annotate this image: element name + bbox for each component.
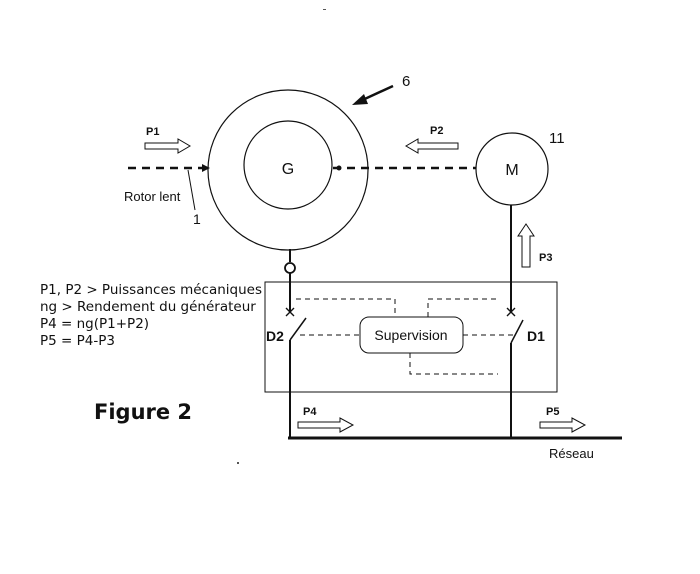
note-efficiency: ng > Rendement du générateur [40, 299, 256, 316]
d2-switch-blade [290, 318, 306, 340]
figure-title: Figure 2 [94, 400, 192, 424]
d1-label: D1 [527, 328, 545, 344]
p2-arrow [406, 139, 458, 153]
note-powers: P1, P2 > Puissances mécaniques [40, 282, 262, 299]
generator-terminal [285, 263, 295, 273]
speck [237, 462, 239, 464]
p4-arrow [298, 418, 353, 432]
motor-ref: 11 [549, 130, 565, 147]
generator-ref: 6 [402, 73, 410, 90]
motor-label: M [505, 162, 518, 179]
p4-label: P4 [303, 406, 317, 418]
note-p5-formula: P5 = P4-P3 [40, 333, 115, 350]
rotor-label: Rotor lent [124, 189, 181, 204]
generator-label: G [282, 161, 294, 178]
rotor-ref-leader [188, 170, 195, 210]
d2-label: D2 [266, 328, 284, 344]
p1-label: P1 [146, 126, 159, 138]
rotor-shaft-tip [202, 164, 210, 172]
coupling-dot [337, 166, 342, 171]
ref-6-arrowhead [352, 94, 368, 105]
d1-switch-blade [511, 320, 523, 343]
rotor-ref: 1 [193, 211, 201, 227]
p3-label: P3 [539, 252, 552, 264]
p2-label: P2 [430, 125, 443, 137]
p1-arrow [145, 139, 190, 153]
grid-label: Réseau [549, 446, 594, 461]
supervision-label: Supervision [374, 327, 447, 343]
p5-arrow [540, 418, 585, 432]
p5-label: P5 [546, 406, 559, 418]
p3-arrow [518, 224, 534, 267]
speck [323, 9, 326, 10]
note-p4-formula: P4 = ng(P1+P2) [40, 316, 149, 333]
